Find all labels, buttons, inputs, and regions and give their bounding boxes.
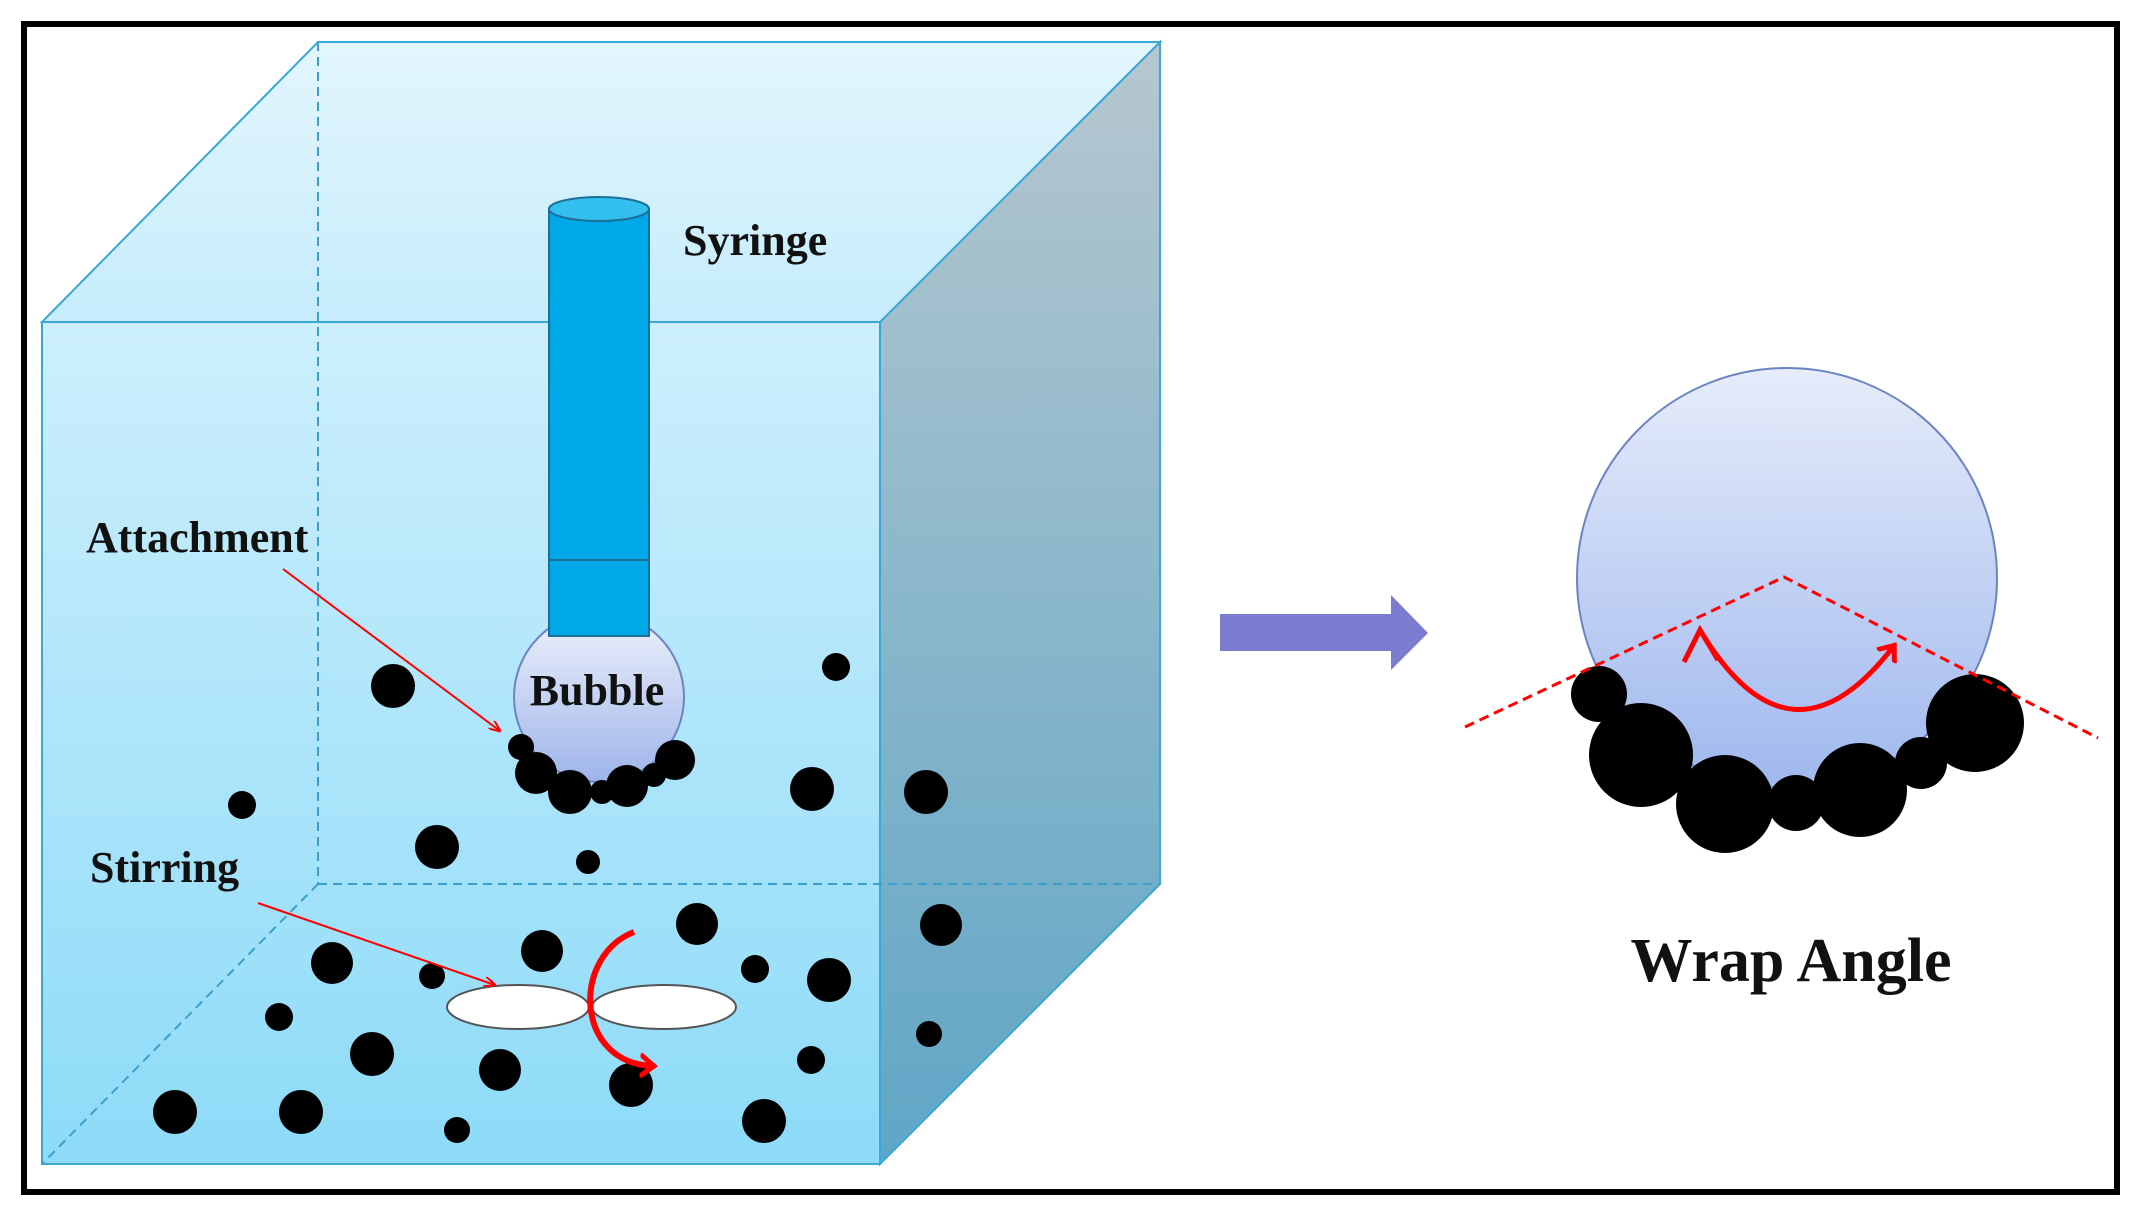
stirring-pointer-arrow bbox=[257, 902, 495, 985]
particle bbox=[920, 904, 962, 946]
stir-bar-left bbox=[446, 984, 590, 1030]
particle bbox=[508, 734, 534, 760]
attachment-pointer-arrow bbox=[282, 568, 500, 731]
particle bbox=[609, 1063, 653, 1107]
attached-particles bbox=[508, 734, 695, 814]
particle bbox=[797, 1046, 825, 1074]
particle bbox=[444, 1117, 470, 1143]
particle bbox=[311, 942, 353, 984]
process-arrow bbox=[1220, 595, 1428, 670]
wrap-angle-tangent-lines bbox=[1464, 575, 2099, 740]
particle bbox=[576, 850, 600, 874]
particle bbox=[350, 1032, 394, 1076]
particle bbox=[606, 765, 648, 807]
particle bbox=[1895, 737, 1947, 789]
suspended-particles bbox=[153, 653, 962, 1143]
syringe-label: Syringe bbox=[683, 216, 827, 265]
attached-particles-enlarged bbox=[1571, 666, 2024, 853]
particle bbox=[676, 903, 718, 945]
wrap-angle-title: Wrap Angle bbox=[1631, 927, 1952, 995]
particle bbox=[1589, 703, 1693, 807]
particle bbox=[265, 1003, 293, 1031]
particle bbox=[904, 770, 948, 814]
stirring-label: Stirring bbox=[90, 843, 239, 892]
particle bbox=[153, 1090, 197, 1134]
particle bbox=[807, 958, 851, 1002]
particle bbox=[1926, 674, 2024, 772]
particle bbox=[916, 1021, 942, 1047]
stir-bar-right bbox=[591, 984, 737, 1030]
tank-hidden-edge-diagonal bbox=[41, 883, 319, 1165]
particle bbox=[742, 1099, 786, 1143]
wrap-angle-arrowhead-left bbox=[1681, 624, 1721, 664]
tank bbox=[39, 39, 1163, 1167]
bubble-label: Bubble bbox=[530, 666, 665, 715]
syringe-tip bbox=[548, 559, 650, 637]
particle bbox=[548, 770, 592, 814]
particle bbox=[655, 740, 695, 780]
particle bbox=[521, 930, 563, 972]
particle bbox=[1571, 666, 1627, 722]
particle bbox=[515, 752, 557, 794]
particle bbox=[479, 1049, 521, 1091]
wrap-angle-arc-arrow bbox=[1697, 628, 1893, 712]
attachment-label: Attachment bbox=[86, 513, 309, 562]
particle bbox=[279, 1090, 323, 1134]
particle bbox=[415, 825, 459, 869]
stir-bar bbox=[446, 984, 737, 1030]
stirring-rotation-arrow bbox=[587, 929, 652, 1066]
particle bbox=[1813, 743, 1907, 837]
particle bbox=[371, 664, 415, 708]
particle bbox=[1768, 775, 1824, 831]
particle bbox=[822, 653, 850, 681]
particle bbox=[1676, 755, 1774, 853]
particle bbox=[228, 791, 256, 819]
particle bbox=[741, 955, 769, 983]
particle bbox=[790, 767, 834, 811]
particle bbox=[419, 963, 445, 989]
